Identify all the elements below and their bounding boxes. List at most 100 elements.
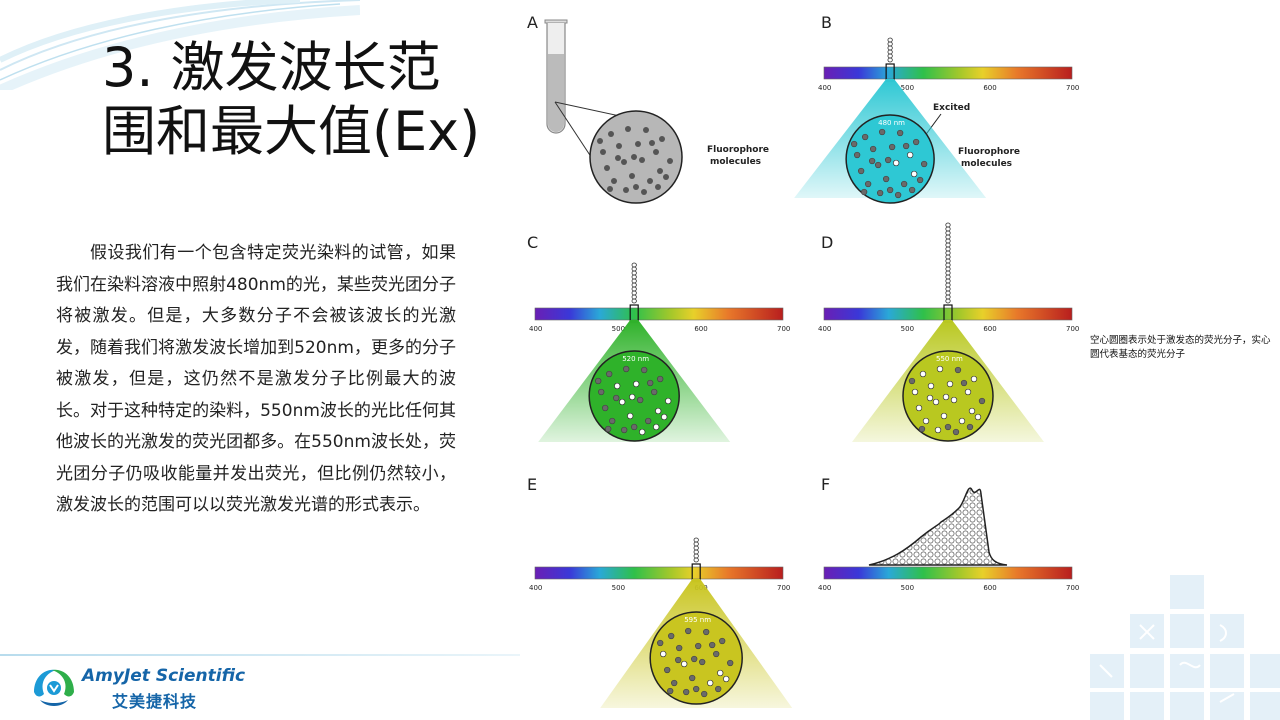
d-photon-chain: [945, 290, 951, 296]
c-ground-molecule: [602, 404, 609, 412]
c-photon-chain: [631, 262, 637, 268]
c-excited-molecule: [629, 393, 636, 401]
c-excited-molecule: [614, 382, 621, 390]
a-ground-molecule: [629, 173, 635, 179]
b-ground-molecule: [902, 142, 910, 150]
c-tick-700: 700: [777, 325, 790, 333]
b-tick-400: 400: [818, 84, 831, 92]
d-photon-chain: [945, 282, 951, 288]
b-ground-molecule: [850, 140, 858, 148]
e-excited-molecule: [660, 650, 667, 658]
d-tick-500: 500: [901, 325, 914, 333]
b-ground-molecule: [869, 145, 877, 153]
d-excited-molecule: [919, 370, 927, 378]
f-tick-500: 500: [901, 584, 914, 592]
excitation-figure: A Fluorophore molecules B Excited Fluoro…: [521, 12, 1080, 708]
a-ground-molecule: [616, 143, 622, 149]
d-tick-600: 600: [983, 325, 996, 333]
e-ground-molecule: [676, 644, 683, 652]
c-tick-600: 600: [694, 325, 707, 333]
d-excited-molecule: [926, 394, 934, 402]
a-ground-molecule: [643, 127, 649, 133]
d-excited-molecule: [934, 426, 942, 434]
b-spectrum-bar: [823, 66, 1073, 80]
b-photon-chain: [887, 41, 893, 47]
b-ground-molecule: [868, 157, 876, 165]
a-ground-molecule: [641, 189, 647, 195]
f-spectrum-bar: [823, 566, 1073, 580]
d-excited-molecule: [940, 412, 948, 420]
b-ground-molecule: [900, 180, 908, 188]
c-excited-molecule: [653, 423, 660, 431]
logo-name-en: AmyJet Scientific: [82, 666, 246, 686]
d-photon-chain: [945, 250, 951, 256]
decorative-swoosh: [0, 0, 360, 90]
d-ground-molecule: [966, 423, 974, 431]
c-photon-chain: [631, 286, 637, 292]
c-excited-molecule: [661, 413, 668, 421]
title-line-1: 3. 激发波长范: [102, 36, 441, 99]
c-ground-molecule: [631, 423, 638, 431]
d-excited-molecule: [946, 380, 954, 388]
e-ground-molecule: [703, 628, 710, 636]
d-photon-chain: [945, 258, 951, 264]
excitation-spectrum-curve: [868, 487, 1008, 566]
c-ground-molecule: [623, 365, 630, 373]
a-ground-molecule: [631, 154, 637, 160]
e-photon-chain: [693, 549, 699, 555]
e-ground-molecule: [671, 679, 678, 687]
body-paragraph: 假设我们有一个包含特定荧光染料的试管，如果我们在染料溶液中照射480nm的光，某…: [56, 243, 456, 515]
c-ground-molecule: [651, 388, 658, 396]
e-spectrum-bar: [534, 566, 784, 580]
panel-e: E 400500600700595 nm: [527, 475, 793, 708]
e-photon-chain: [693, 541, 699, 547]
d-excited-molecule: [950, 396, 958, 404]
c-photon-chain: [631, 282, 637, 288]
e-ground-molecule: [683, 688, 690, 696]
d-photon-chain: [945, 222, 951, 228]
e-photon-chain: [693, 537, 699, 543]
d-spectrum-bar: [823, 307, 1073, 321]
d-excited-molecule: [968, 407, 976, 415]
f-tick-600: 600: [983, 584, 996, 592]
c-tick-400: 400: [529, 325, 542, 333]
c-ground-molecule: [647, 379, 654, 387]
c-ground-molecule: [598, 388, 605, 396]
a-ground-molecule: [604, 165, 610, 171]
c-tick-500: 500: [612, 325, 625, 333]
b-ground-molecule: [896, 129, 904, 137]
e-photon-chain: [693, 545, 699, 551]
d-ground-molecule: [918, 425, 926, 433]
d-excited-molecule: [911, 388, 919, 396]
d-photon-chain: [945, 294, 951, 300]
e-ground-molecule: [713, 650, 720, 658]
b-excited-molecule: [910, 170, 918, 178]
c-ground-molecule: [621, 426, 628, 434]
e-tick-500: 500: [612, 584, 625, 592]
e-ground-molecule: [657, 639, 664, 647]
b-ground-molecule: [864, 180, 872, 188]
e-excited-molecule: [723, 675, 730, 683]
a-ground-molecule: [621, 159, 627, 165]
d-photon-chain: [945, 242, 951, 248]
a-ground-molecule: [608, 131, 614, 137]
b-ground-molecule: [878, 128, 886, 136]
panel-letter-d: D: [821, 233, 833, 252]
e-tick-700: 700: [777, 584, 790, 592]
b-photon-chain: [887, 37, 893, 43]
panel-letter-c: C: [527, 233, 538, 252]
c-ground-molecule: [645, 417, 652, 425]
a-ground-molecule: [597, 138, 603, 144]
title-line-2: 围和最大值(Ex): [102, 100, 481, 163]
d-excited-molecule: [964, 388, 972, 396]
c-ground-molecule: [637, 396, 644, 404]
b-tick-700: 700: [1066, 84, 1079, 92]
d-tick-700: 700: [1066, 325, 1079, 333]
b-photon-chain: [887, 53, 893, 59]
e-ground-molecule: [667, 687, 674, 695]
c-ground-molecule: [606, 370, 613, 378]
c-photon-chain: [631, 290, 637, 296]
